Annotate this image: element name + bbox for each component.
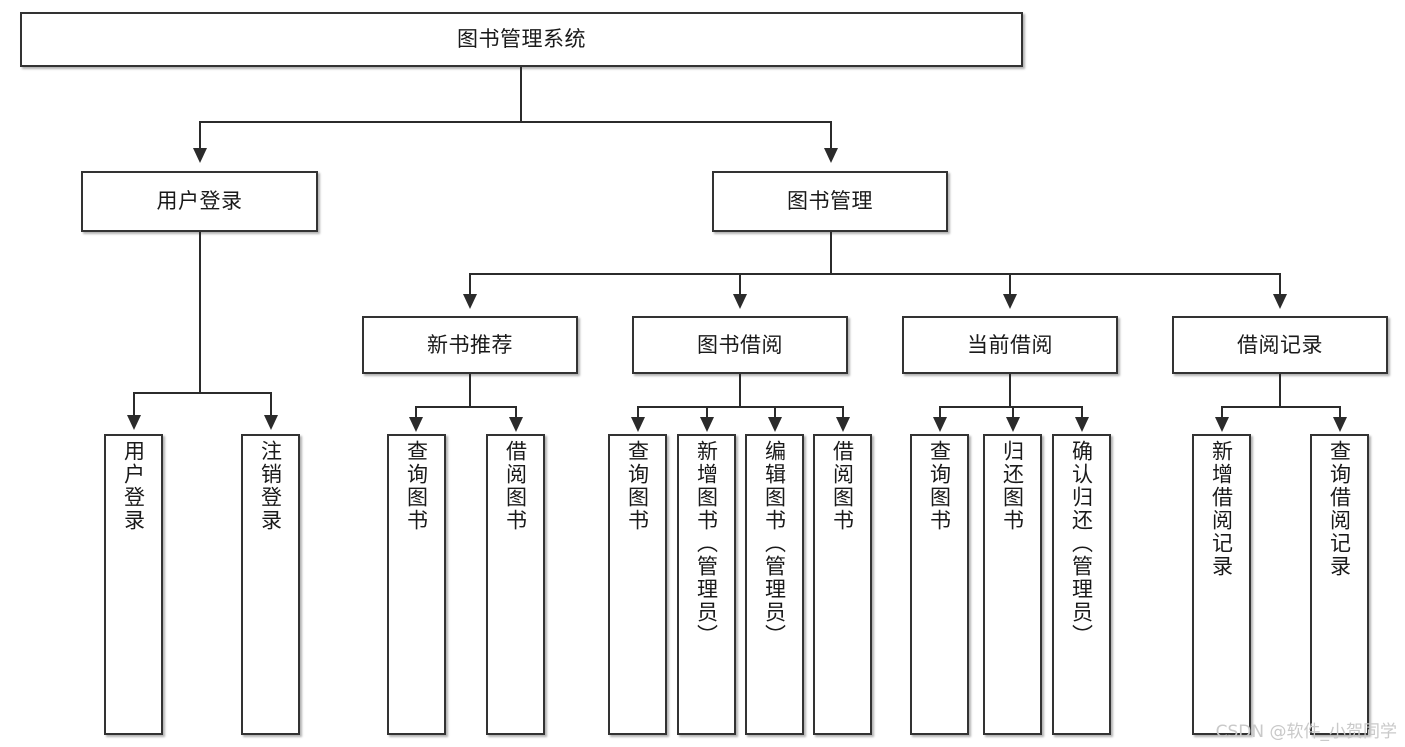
connector-current-borrow-leaf1 bbox=[939, 406, 941, 418]
connector-root-to-book-management bbox=[830, 121, 832, 149]
arrow-book-borrow-leaf4 bbox=[836, 417, 850, 432]
connector-new-book-leaf1 bbox=[415, 406, 417, 418]
connector-new-book-stem bbox=[469, 374, 471, 406]
connector-root-bus bbox=[199, 121, 831, 123]
node-book-management-label: 图书管理 bbox=[787, 189, 873, 214]
leaf-borrow-book-2[interactable]: 借阅图书 bbox=[813, 434, 872, 735]
leaf-borrow-book-1[interactable]: 借阅图书 bbox=[486, 434, 545, 735]
leaf-query-book-2[interactable]: 查询图书 bbox=[608, 434, 667, 735]
connector-book-borrow-leaf2 bbox=[706, 406, 708, 418]
arrow-book-borrow-leaf1 bbox=[631, 417, 645, 432]
arrow-bm-to-borrow-record bbox=[1273, 294, 1287, 309]
node-book-borrow-label: 图书借阅 bbox=[697, 332, 783, 357]
leaf-add-record[interactable]: 新增借阅记录 bbox=[1192, 434, 1251, 735]
arrow-bm-to-book-borrow bbox=[733, 294, 747, 309]
arrow-root-to-user-login bbox=[193, 148, 207, 163]
arrow-current-borrow-leaf3 bbox=[1075, 417, 1089, 432]
node-new-book-recommend-label: 新书推荐 bbox=[427, 332, 513, 357]
connector-book-management-stem bbox=[830, 232, 832, 273]
arrow-new-book-leaf2 bbox=[509, 417, 523, 432]
leaf-user-login[interactable]: 用户登录 bbox=[104, 434, 163, 735]
leaf-edit-book[interactable]: 编辑图书（管理员） bbox=[745, 434, 804, 735]
arrow-bm-to-new-book bbox=[463, 294, 477, 309]
leaf-query-book-3[interactable]: 查询图书 bbox=[910, 434, 969, 735]
node-book-management[interactable]: 图书管理 bbox=[712, 171, 948, 232]
arrow-current-borrow-leaf2 bbox=[1006, 417, 1020, 432]
node-root[interactable]: 图书管理系统 bbox=[20, 12, 1023, 67]
node-new-book-recommend[interactable]: 新书推荐 bbox=[362, 316, 578, 374]
connector-new-book-bus bbox=[415, 406, 516, 408]
connector-book-borrow-leaf1 bbox=[637, 406, 639, 418]
leaf-edit-book-label: 编辑图书（管理员） bbox=[762, 440, 787, 647]
node-user-login[interactable]: 用户登录 bbox=[81, 171, 318, 232]
node-borrow-record[interactable]: 借阅记录 bbox=[1172, 316, 1388, 374]
leaf-logout-label: 注销登录 bbox=[258, 440, 283, 532]
node-book-borrow[interactable]: 图书借阅 bbox=[632, 316, 848, 374]
leaf-confirm-return[interactable]: 确认归还（管理员） bbox=[1052, 434, 1111, 735]
connector-current-borrow-leaf3 bbox=[1081, 406, 1083, 418]
leaf-query-record-label: 查询借阅记录 bbox=[1327, 440, 1352, 578]
connector-book-borrow-bus bbox=[637, 406, 843, 408]
leaf-logout[interactable]: 注销登录 bbox=[241, 434, 300, 735]
connector-user-login-right bbox=[270, 392, 272, 416]
leaf-return-book-label: 归还图书 bbox=[1000, 440, 1025, 532]
arrow-borrow-record-leaf2 bbox=[1333, 417, 1347, 432]
leaf-query-book-2-label: 查询图书 bbox=[625, 440, 650, 532]
watermark-text: CSDN @软件_小贺同学 bbox=[1215, 722, 1397, 742]
arrow-user-login-left bbox=[127, 415, 141, 430]
node-user-login-label: 用户登录 bbox=[156, 189, 243, 214]
leaf-borrow-book-1-label: 借阅图书 bbox=[503, 440, 528, 532]
leaf-query-record[interactable]: 查询借阅记录 bbox=[1310, 434, 1369, 735]
connector-new-book-leaf2 bbox=[515, 406, 517, 418]
arrow-new-book-leaf1 bbox=[409, 417, 423, 432]
connector-user-login-bus bbox=[133, 392, 271, 394]
leaf-confirm-return-label: 确认归还（管理员） bbox=[1069, 440, 1094, 647]
connector-borrow-record-leaf2 bbox=[1339, 406, 1341, 418]
connector-borrow-record-stem bbox=[1279, 374, 1281, 406]
leaf-add-book-label: 新增图书（管理员） bbox=[694, 440, 719, 647]
connector-root-stem bbox=[520, 67, 522, 121]
connector-current-borrow-bus bbox=[939, 406, 1082, 408]
connector-user-login-left bbox=[133, 392, 135, 416]
leaf-query-book-3-label: 查询图书 bbox=[927, 440, 952, 532]
connector-user-login-stem bbox=[199, 232, 201, 392]
leaf-query-book-1[interactable]: 查询图书 bbox=[387, 434, 446, 735]
arrow-current-borrow-leaf1 bbox=[933, 417, 947, 432]
leaf-add-record-label: 新增借阅记录 bbox=[1209, 440, 1234, 578]
connector-book-borrow-stem bbox=[739, 374, 741, 406]
connector-root-to-user-login bbox=[199, 121, 201, 149]
connector-bm-to-new-book bbox=[469, 273, 471, 295]
arrow-book-borrow-leaf2 bbox=[700, 417, 714, 432]
arrow-root-to-book-management bbox=[824, 148, 838, 163]
node-current-borrow-label: 当前借阅 bbox=[967, 332, 1053, 357]
arrow-borrow-record-leaf1 bbox=[1215, 417, 1229, 432]
arrow-user-login-right bbox=[264, 415, 278, 430]
node-current-borrow[interactable]: 当前借阅 bbox=[902, 316, 1118, 374]
connector-current-borrow-stem bbox=[1009, 374, 1011, 406]
arrow-book-borrow-leaf3 bbox=[768, 417, 782, 432]
leaf-user-login-label: 用户登录 bbox=[121, 440, 146, 532]
node-borrow-record-label: 借阅记录 bbox=[1237, 332, 1323, 357]
connector-bm-to-book-borrow bbox=[739, 273, 741, 295]
leaf-return-book[interactable]: 归还图书 bbox=[983, 434, 1042, 735]
connector-book-management-bus bbox=[469, 273, 1281, 275]
arrow-bm-to-current-borrow bbox=[1003, 294, 1017, 309]
leaf-query-book-1-label: 查询图书 bbox=[404, 440, 429, 532]
leaf-borrow-book-2-label: 借阅图书 bbox=[830, 440, 855, 532]
connector-book-borrow-leaf4 bbox=[842, 406, 844, 418]
leaf-add-book[interactable]: 新增图书（管理员） bbox=[677, 434, 736, 735]
connector-bm-to-borrow-record bbox=[1279, 273, 1281, 295]
connector-borrow-record-bus bbox=[1221, 406, 1340, 408]
connector-current-borrow-leaf2 bbox=[1012, 406, 1014, 418]
node-root-label: 图书管理系统 bbox=[457, 27, 586, 52]
connector-borrow-record-leaf1 bbox=[1221, 406, 1223, 418]
connector-bm-to-current-borrow bbox=[1009, 273, 1011, 295]
connector-book-borrow-leaf3 bbox=[774, 406, 776, 418]
